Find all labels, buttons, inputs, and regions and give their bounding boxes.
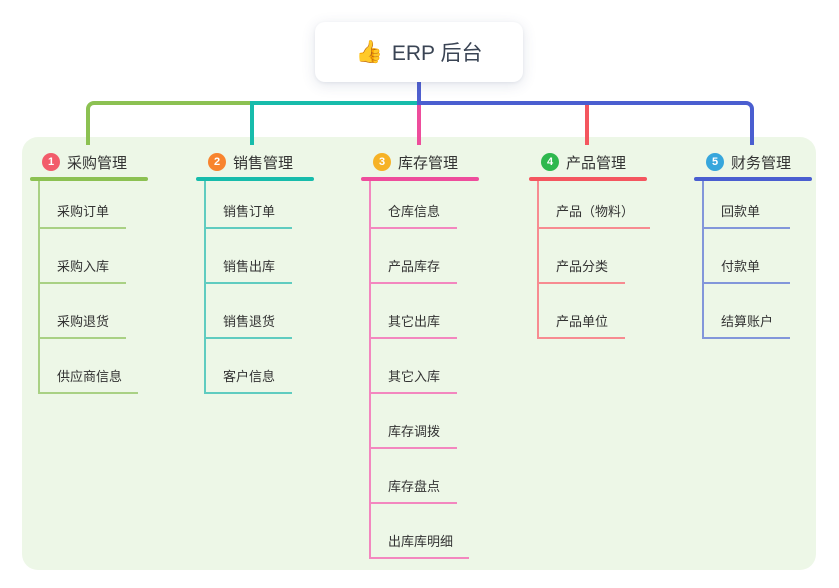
branch-label: 销售管理 — [233, 154, 294, 172]
sub-item[interactable]: 库存调拨 — [371, 394, 457, 449]
branch-label: 产品管理 — [566, 154, 627, 172]
branch-label: 采购管理 — [67, 154, 128, 172]
connector-root-stem — [417, 80, 421, 103]
branch-item-list: 仓库信息产品库存其它出库其它入库库存调拨库存盘点出库库明细 — [369, 181, 491, 559]
branch-underline — [196, 177, 314, 181]
branch-item-list: 回款单付款单结算账户 — [702, 181, 824, 339]
branch-title[interactable]: 5 财务管理 — [694, 149, 824, 175]
branch-label: 库存管理 — [398, 154, 459, 172]
sub-item[interactable]: 采购订单 — [40, 181, 126, 229]
connector-segment-teal — [250, 101, 419, 105]
branch-number-badge: 5 — [706, 153, 724, 171]
branch-item-list: 采购订单采购入库采购退货供应商信息 — [38, 181, 160, 394]
root-node-erp[interactable]: 👍 ERP 后台 — [315, 22, 523, 82]
branch-item-list: 销售订单销售出库销售退货客户信息 — [204, 181, 326, 394]
sub-item[interactable]: 产品库存 — [371, 229, 457, 284]
sub-item[interactable]: 回款单 — [704, 181, 790, 229]
branch-title[interactable]: 4 产品管理 — [529, 149, 659, 175]
sub-item[interactable]: 客户信息 — [206, 339, 292, 394]
sub-item[interactable]: 采购退货 — [40, 284, 126, 339]
sub-item[interactable]: 其它出库 — [371, 284, 457, 339]
sub-item[interactable]: 采购入库 — [40, 229, 126, 284]
thumbs-up-icon: 👍 — [355, 39, 383, 64]
branch-underline — [529, 177, 647, 181]
branch-underline — [30, 177, 148, 181]
sub-item[interactable]: 出库库明细 — [371, 504, 470, 559]
sub-item[interactable]: 其它入库 — [371, 339, 457, 394]
branch-title[interactable]: 2 销售管理 — [196, 149, 326, 175]
connector-drop-sales — [250, 101, 254, 145]
sub-item[interactable]: 付款单 — [704, 229, 790, 284]
branch-number-badge: 3 — [373, 153, 391, 171]
sub-item[interactable]: 销售出库 — [206, 229, 292, 284]
connector-elbow-right — [417, 101, 754, 145]
sub-item[interactable]: 产品（物料） — [539, 181, 651, 229]
connector-elbow-left — [86, 101, 252, 145]
branch-number-badge: 2 — [208, 153, 226, 171]
branch: 4 产品管理 产品（物料）产品分类产品单位 — [529, 149, 659, 339]
sub-item[interactable]: 供应商信息 — [40, 339, 139, 394]
root-node-label: ERP 后台 — [391, 42, 483, 65]
branch-underline — [694, 177, 812, 181]
branch-number-badge: 1 — [42, 153, 60, 171]
branch-label: 财务管理 — [731, 154, 792, 172]
branch: 1 采购管理 采购订单采购入库采购退货供应商信息 — [30, 149, 160, 394]
connector-drop-inventory — [417, 105, 421, 145]
sub-item[interactable]: 销售退货 — [206, 284, 292, 339]
sub-item[interactable]: 产品分类 — [539, 229, 625, 284]
sub-item[interactable]: 仓库信息 — [371, 181, 457, 229]
sub-item[interactable]: 库存盘点 — [371, 449, 457, 504]
branches-panel: 1 采购管理 采购订单采购入库采购退货供应商信息 2 销售管理 销售订单销售出库… — [22, 137, 816, 570]
sub-item[interactable]: 结算账户 — [704, 284, 790, 339]
branch: 3 库存管理 仓库信息产品库存其它出库其它入库库存调拨库存盘点出库库明细 — [361, 149, 491, 559]
connector-drop-product — [585, 105, 589, 145]
branch-underline — [361, 177, 479, 181]
sub-item[interactable]: 产品单位 — [539, 284, 625, 339]
branch-number-badge: 4 — [541, 153, 559, 171]
branch-title[interactable]: 1 采购管理 — [30, 149, 160, 175]
branch-title[interactable]: 3 库存管理 — [361, 149, 491, 175]
branch: 2 销售管理 销售订单销售出库销售退货客户信息 — [196, 149, 326, 394]
branch-item-list: 产品（物料）产品分类产品单位 — [537, 181, 659, 339]
sub-item[interactable]: 销售订单 — [206, 181, 292, 229]
branch: 5 财务管理 回款单付款单结算账户 — [694, 149, 824, 339]
